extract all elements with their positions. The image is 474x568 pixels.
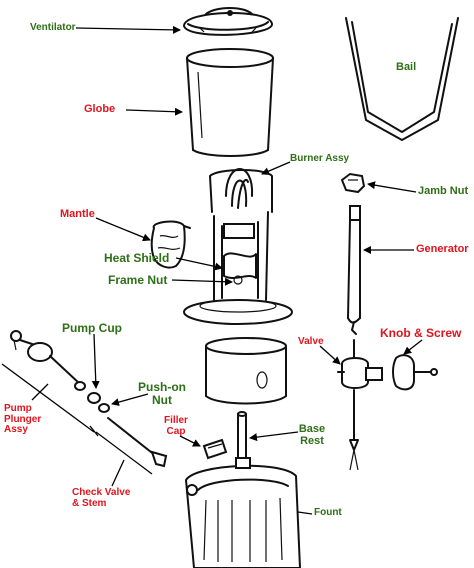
label-check-valve-line1: Check Valve xyxy=(72,487,131,498)
label-pump-plunger-assy: Pump Plunger Assy xyxy=(4,403,42,436)
leader-pump-cup xyxy=(91,333,100,389)
label-push-on-nut-line1: Push-on xyxy=(138,380,186,394)
ventilator-part xyxy=(182,7,273,36)
leader-check-valve xyxy=(111,459,125,487)
valve-part xyxy=(337,339,383,471)
label-base-rest: Base Rest xyxy=(294,423,330,447)
label-pump-cup: Pump Cup xyxy=(62,321,122,335)
pump-cup-part xyxy=(87,392,110,413)
label-filler-cap-line1: Filler xyxy=(164,415,188,426)
base-rest-part xyxy=(237,411,247,459)
label-generator: Generator xyxy=(416,243,469,255)
bracket-check-valve xyxy=(95,431,153,475)
leader-base-rest xyxy=(249,431,299,442)
label-check-valve-stem: Check Valve & Stem xyxy=(72,487,131,509)
heat-shield-part xyxy=(205,337,287,405)
filler-cap-part xyxy=(202,438,228,460)
leader-mantle xyxy=(95,217,151,242)
leader-fount xyxy=(297,511,313,515)
label-check-valve-line2: & Stem xyxy=(72,497,107,509)
leader-pump-plunger xyxy=(31,383,49,401)
label-filler-cap-line2: Cap xyxy=(166,425,186,437)
mantle-part xyxy=(150,220,191,269)
leader-jamb-nut xyxy=(367,181,417,193)
bail-part xyxy=(345,17,459,141)
generator-part xyxy=(347,205,361,335)
jamb-nut-part xyxy=(340,172,366,194)
label-knob-screw: Knob & Screw xyxy=(380,326,462,340)
label-jamb-nut: Jamb Nut xyxy=(418,185,469,197)
bracket-pump-plunger xyxy=(1,363,95,433)
knob-screw-part xyxy=(392,354,438,391)
leader-heat-shield xyxy=(175,257,223,271)
label-frame-nut: Frame Nut xyxy=(108,273,168,287)
leader-globe xyxy=(125,107,183,116)
label-pump-plunger-line3: Assy xyxy=(4,424,28,435)
label-bail: Bail xyxy=(396,61,417,73)
label-base-rest-line1: Base xyxy=(298,423,326,435)
label-ventilator: Ventilator xyxy=(30,22,76,33)
label-heat-shield: Heat Shield xyxy=(104,251,170,265)
leader-burner xyxy=(261,161,291,175)
fount-part xyxy=(184,457,302,568)
label-globe: Globe xyxy=(84,103,116,115)
leader-ventilator xyxy=(75,25,181,34)
label-burner-assy: Burner Assy xyxy=(290,153,350,164)
burner-frame-part xyxy=(183,168,293,325)
label-pump-plunger-line2: Plunger xyxy=(4,413,42,425)
label-base-rest-line2: Rest xyxy=(300,434,324,447)
leader-knob xyxy=(403,339,423,355)
leader-lines xyxy=(1,25,423,515)
label-push-on-nut-line2: Nut xyxy=(152,392,172,407)
leader-push-on-nut xyxy=(111,393,149,406)
leader-valve xyxy=(319,345,341,365)
label-fount: Fount xyxy=(314,507,342,518)
leader-filler-cap xyxy=(179,435,201,447)
pump-plunger-part xyxy=(10,330,86,391)
bracket-tick xyxy=(89,425,99,437)
check-valve-part xyxy=(107,417,168,468)
label-filler-cap: Filler Cap xyxy=(160,415,192,437)
globe-part xyxy=(186,48,274,157)
label-mantle: Mantle xyxy=(60,208,95,220)
leader-frame-nut xyxy=(171,277,233,286)
label-valve: Valve xyxy=(298,336,324,347)
label-push-on-nut: Push-on Nut xyxy=(138,381,186,406)
label-pump-plunger-line1: Pump xyxy=(4,403,32,414)
